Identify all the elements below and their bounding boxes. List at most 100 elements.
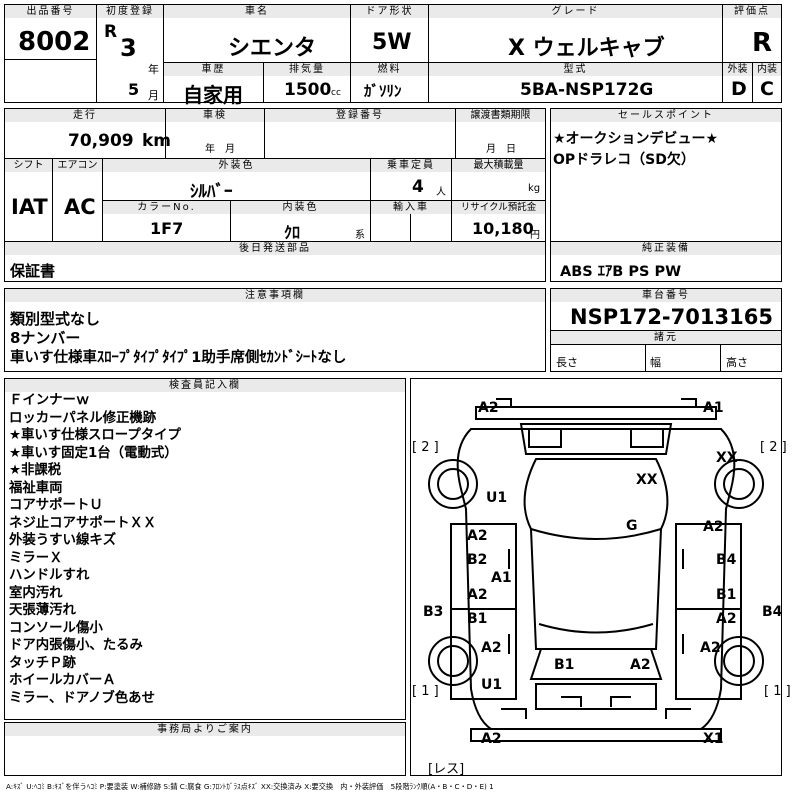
interior-color-unit: 系: [355, 230, 365, 241]
recycle-fee: 10,180: [472, 219, 534, 238]
damage-mark: XX: [636, 472, 658, 488]
office-label: 事務局よりご案内: [5, 723, 405, 736]
capacity: 4: [412, 177, 424, 197]
mileage-unit: km: [142, 131, 172, 151]
displacement-unit: cc: [331, 88, 341, 98]
history-label: 車歴: [164, 63, 263, 76]
inspector-line: ★非課税: [9, 463, 62, 478]
ac: AC: [64, 195, 96, 219]
damage-mark: A2: [478, 400, 499, 416]
damage-mark: A2: [467, 587, 488, 603]
ac-label: エアコン: [53, 159, 102, 172]
inspector-line: ホイールカバーＡ: [9, 673, 116, 688]
damage-mark: B4: [762, 604, 783, 620]
genuine-equipment-label: 純正装備: [551, 242, 781, 255]
genuine-equipment: ABS ｴｱB PS PW: [560, 264, 682, 280]
damage-mark: B1: [554, 657, 575, 673]
inspection-label: 車検: [166, 109, 264, 122]
damage-mark: A2: [700, 640, 721, 656]
damage-mark: A2: [481, 731, 502, 747]
inspector-line: ミラーＸ: [9, 550, 63, 566]
damage-mark: [ 1 ]: [412, 684, 439, 699]
color-number: 1F7: [150, 219, 184, 238]
model-label: 型式: [429, 63, 722, 76]
shift-label: シフト: [5, 159, 52, 172]
sales-point-label: セールスポイント: [551, 109, 781, 122]
height-label: 高さ: [726, 356, 748, 369]
header-table: [4, 4, 782, 103]
car-outline-svg: [428, 398, 764, 742]
lot-number: 8002: [18, 27, 91, 57]
sales-point-line-2: OPドラレコ（SD欠）: [553, 152, 695, 168]
colorno-label: カラーNo.: [103, 201, 230, 214]
car-name: シエンタ: [228, 36, 317, 61]
damage-mark: A1: [703, 400, 724, 416]
displacement: 1500: [284, 80, 332, 100]
mileage: 70,909: [68, 131, 134, 151]
inspector-line: ドア内張傷小、たるみ: [9, 638, 143, 653]
shift: IAT: [11, 195, 48, 219]
inspector-line: 外装うすい線キズ: [9, 533, 117, 548]
capacity-unit: 人: [436, 187, 446, 198]
damage-mark: [ 2 ]: [760, 440, 787, 455]
damage-mark: B4: [716, 552, 737, 568]
load-label: 最大積載量: [452, 159, 545, 172]
grade: X ウェルキャブ: [508, 36, 665, 61]
interior-label: 内装: [753, 63, 781, 76]
door-label: ドア形状: [351, 5, 428, 18]
transfer-date: 月 日: [486, 144, 516, 155]
damage-mark: U1: [486, 490, 508, 506]
interior-color: ｸﾛ: [284, 223, 301, 242]
inspector-line: ハンドルすれ: [9, 568, 90, 583]
later-parts: 保証書: [10, 262, 56, 280]
damage-mark: U1: [481, 677, 503, 693]
car-name-label: 車名: [164, 5, 350, 18]
fuel-label: 燃料: [351, 63, 428, 76]
notes-panel: [4, 288, 546, 372]
damage-mark: G: [626, 518, 638, 534]
notes-line-1: 類別型式なし: [10, 310, 101, 328]
regno-label: 登録番号: [265, 109, 455, 122]
exterior-label: 外装: [723, 63, 752, 76]
first-reg-label: 初度登録: [97, 5, 163, 18]
damage-mark: B1: [467, 611, 488, 627]
chassis-label: 車台番号: [551, 289, 781, 302]
chassis-number: NSP172-7013165: [570, 305, 773, 329]
lot-label: 出品番号: [5, 5, 96, 18]
door-type: 5W: [372, 30, 412, 55]
inspector-panel: [4, 378, 406, 720]
mileage-label: 走行: [5, 109, 165, 122]
reg-year: 3: [120, 34, 137, 62]
damage-mark: A2: [703, 519, 724, 535]
legend: A:ｷｽﾞ U:ﾍｺﾐ B:ｷｽﾞを伴うﾍｺﾐ P:要塗装 W:補修跡 S:錆 …: [6, 782, 494, 791]
notes-line-2: 8ナンバー: [10, 329, 81, 347]
capacity-label: 乗車定員: [371, 159, 451, 172]
inspector-line: 室内汚れ: [9, 585, 63, 601]
damage-mark: A2: [467, 528, 488, 544]
damage-mark: A2: [481, 640, 502, 656]
damage-mark: B1: [716, 587, 737, 603]
history: 自家用: [183, 83, 243, 107]
damage-mark: A2: [630, 657, 651, 673]
damage-mark: [レス]: [428, 762, 465, 777]
load-unit: kg: [528, 183, 541, 194]
rating-label: 評価点: [723, 5, 781, 18]
notes-line-3: 車いす仕様車ｽﾛｰﾌﾟﾀｲﾌﾟﾀｲﾌﾟ1助手席側ｾｶﾝﾄﾞｼｰﾄなし: [10, 350, 347, 366]
recycle-unit: 円: [530, 230, 540, 241]
sales-point-line-1: ★オークションデビュー★: [553, 131, 719, 147]
inspector-line: 福祉車両: [9, 480, 63, 496]
inspector-line: ロッカーパネル修正機跡: [9, 410, 157, 426]
inspector-line: 天張薄汚れ: [9, 603, 76, 618]
damage-mark: A1: [491, 570, 512, 586]
color-label: 外装色: [103, 159, 370, 172]
damage-mark: [ 1 ]: [764, 684, 791, 699]
damage-mark: B3: [423, 604, 444, 620]
notes-label: 注意事項欄: [5, 289, 545, 302]
inspection-date: 年 月: [205, 144, 235, 155]
damage-mark: XX: [716, 450, 738, 466]
inspector-line: ネジ止コアサポートＸＸ: [9, 515, 157, 531]
reg-month: 5: [128, 80, 140, 99]
recycle-label: リサイクル預託金: [452, 201, 545, 214]
inspector-line: コアサポートＵ: [9, 498, 103, 513]
era: R: [104, 22, 118, 42]
